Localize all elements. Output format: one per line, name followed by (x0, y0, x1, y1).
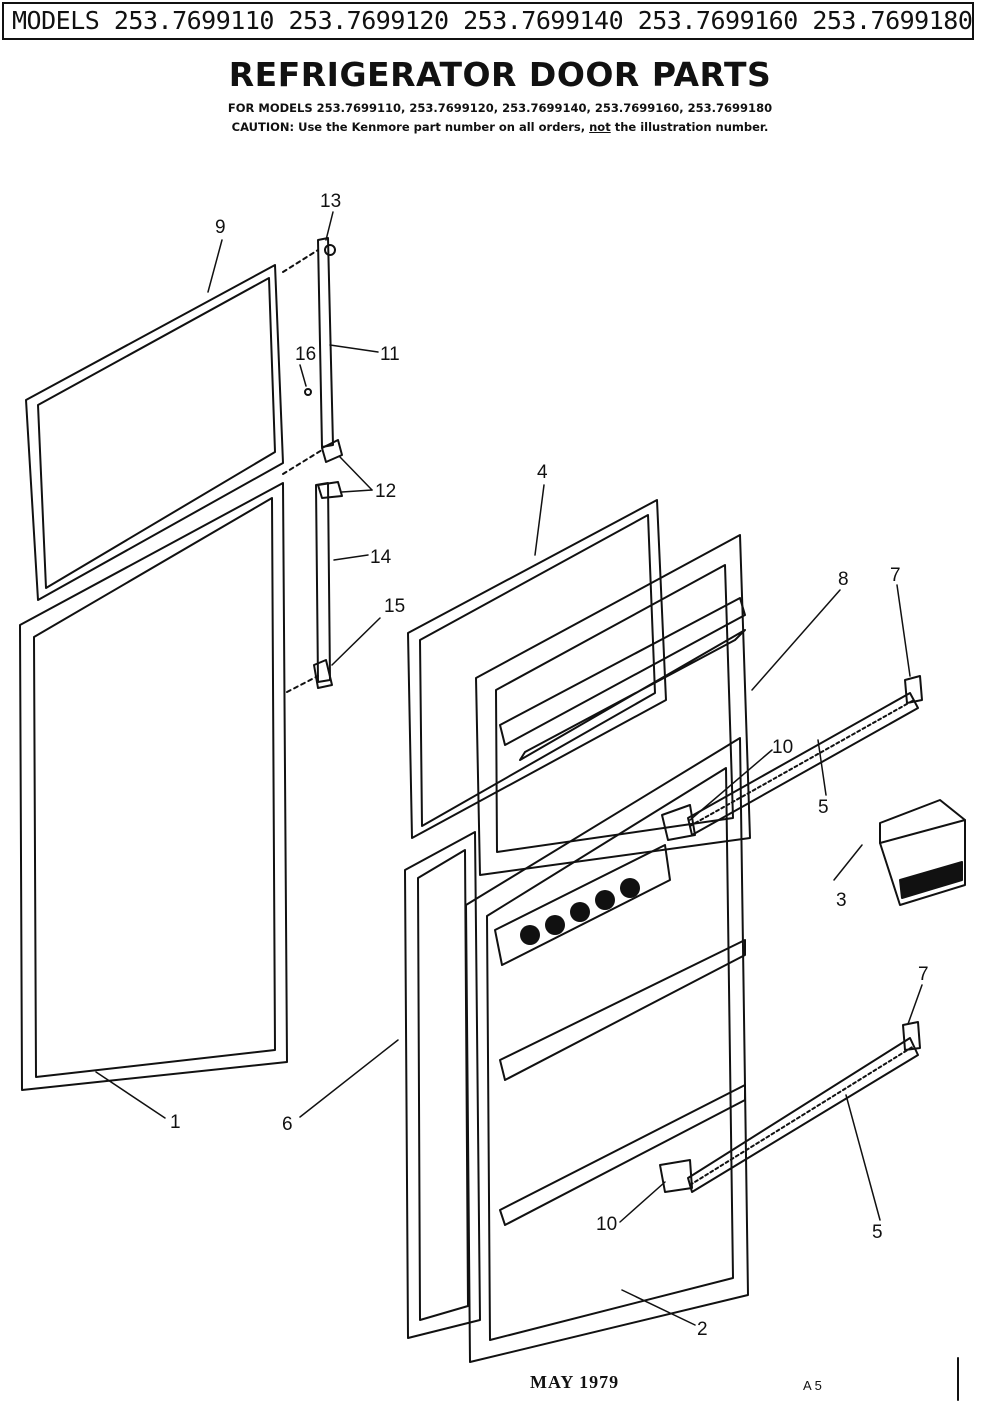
leader-lines (95, 211, 923, 1326)
callout-3: 3 (836, 890, 847, 911)
hinge-assembly (282, 237, 343, 693)
callout-6: 6 (282, 1114, 293, 1135)
date-stamp: MAY 1979 (530, 1372, 620, 1392)
caution-not: not (589, 120, 611, 134)
callout-9: 9 (215, 217, 226, 238)
callout-2: 2 (697, 1319, 708, 1340)
page-title: REFRIGERATOR DOOR PARTS (228, 55, 772, 94)
part-12-lower-bracket (317, 481, 343, 499)
part-16-screw (304, 388, 312, 396)
callout-7-lower: 7 (918, 964, 929, 985)
callout-10-lower: 10 (596, 1214, 617, 1235)
page-mark: A 5 (803, 1378, 822, 1393)
part-5-lower-shelf-bar (687, 1037, 919, 1193)
part-14-hinge-bar (315, 482, 331, 683)
callout-15: 15 (384, 596, 405, 617)
part-7-upper-cap (904, 675, 923, 704)
caution-suffix: the illustration number. (610, 120, 769, 134)
callout-1: 1 (170, 1112, 181, 1133)
part-6-fresh-food-gasket (404, 831, 481, 1339)
callout-5-lower: 5 (872, 1222, 883, 1243)
egg-tray (520, 878, 640, 945)
callout-4: 4 (537, 462, 548, 483)
part-4-freezer-door-gasket (407, 499, 667, 839)
callout-16: 16 (295, 344, 316, 365)
callout-14: 14 (370, 547, 392, 568)
callout-8: 8 (838, 569, 849, 590)
part-7-lower-cap (902, 1021, 921, 1051)
part-11-hinge-bar (317, 237, 334, 448)
callout-labels: 9 13 16 11 12 14 15 4 8 7 10 5 3 7 1 6 1… (170, 191, 929, 1340)
part-10-lower-cap (659, 1159, 693, 1193)
for-models-line: FOR MODELS 253.7699110, 253.7699120, 253… (227, 101, 773, 115)
caution-line: CAUTION: Use the Kenmore part number on … (0, 120, 1000, 134)
models-header-box: MODELS 253.7699110 253.7699120 253.76991… (2, 2, 974, 40)
part-9-freezer-gasket (25, 264, 284, 601)
part-3-dairy-door (879, 799, 966, 906)
callout-13: 13 (320, 191, 341, 212)
callout-5-upper: 5 (818, 797, 829, 818)
callout-12: 12 (375, 481, 396, 502)
part-5-upper-shelf-bar (687, 692, 919, 836)
caution-prefix: CAUTION: Use the Kenmore part number on … (231, 120, 590, 134)
callout-10-upper: 10 (772, 737, 793, 758)
part-15-bracket (313, 659, 333, 689)
part-2-fresh-food-door-liner (465, 737, 749, 1363)
part-10-upper-cap (661, 804, 696, 841)
callout-7-upper: 7 (890, 565, 901, 586)
callout-11: 11 (380, 344, 400, 365)
part-13-screw (324, 244, 336, 256)
part-12-upper-bracket (321, 439, 343, 463)
part-1-fresh-food-gasket (19, 482, 288, 1091)
part-8-freezer-door-liner (475, 534, 751, 876)
